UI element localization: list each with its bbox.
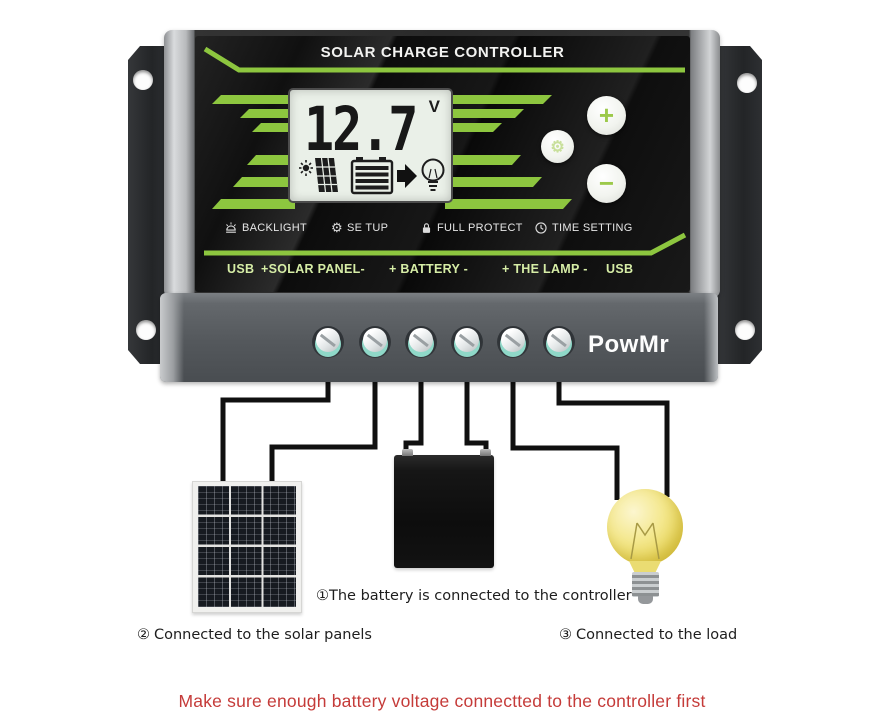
legend-label: TIME SETTING — [552, 222, 633, 234]
lcd-display: 12.7 V — [288, 88, 453, 203]
legend-full-protect: FULL PROTECT — [420, 221, 523, 235]
legend-time-setting: TIME SETTING — [534, 221, 633, 235]
terminal-label-solar-panel: +SOLAR PANEL- — [261, 262, 366, 276]
mounting-hole — [737, 73, 757, 93]
lcd-status-icons — [299, 157, 445, 195]
backlight-icon — [226, 222, 236, 233]
device-title: SOLAR CHARGE CONTROLLER — [320, 44, 565, 61]
caption-text: Connected to the load — [576, 627, 738, 643]
brand-logo: PowMr — [588, 331, 670, 358]
warning-text: Make sure enough battery voltage connect… — [178, 691, 706, 711]
terminal-screw-5 — [497, 326, 529, 358]
battery — [394, 449, 494, 568]
wire-battery-2 — [464, 380, 489, 458]
voltage-value: 12.7 — [304, 94, 418, 165]
terminal-block: PowMr — [160, 293, 718, 382]
terminal-label-usb-left: USB — [227, 262, 255, 276]
controller-frame: SOLAR CHARGE CONTROLLER 12.7 V — [164, 30, 720, 298]
terminal-screw-6 — [543, 326, 575, 358]
caption-text: Connected to the solar panels — [154, 627, 372, 643]
bulb-neck — [629, 561, 661, 573]
voltage-unit: V — [428, 97, 440, 116]
bulb-screw-base — [632, 572, 659, 597]
gear-icon: ⚙ — [331, 220, 343, 235]
minus-button[interactable]: − — [587, 164, 626, 203]
plus-button[interactable]: + — [587, 96, 626, 135]
caption-text: The battery is connected to the controll… — [329, 588, 632, 604]
terminal-label-battery: + BATTERY - — [389, 262, 469, 276]
wire-solar-1 — [220, 380, 331, 484]
sun-solar-panel-icon — [299, 157, 338, 193]
legend-label: BACKLIGHT — [242, 222, 308, 234]
battery-icon — [350, 157, 394, 195]
battery-terminal — [480, 449, 491, 456]
legend-setup: ⚙ SE TUP — [331, 221, 388, 234]
caption-number: ② — [137, 627, 150, 643]
terminal-label-usb-right: USB — [606, 262, 634, 276]
mounting-hole — [735, 320, 755, 340]
terminal-screw-1 — [312, 326, 344, 358]
terminal-label-lamp: + THE LAMP - — [502, 262, 588, 276]
mounting-hole — [136, 320, 156, 340]
bulb-icon — [421, 158, 445, 191]
clock-icon — [535, 222, 547, 234]
legend-label: SE TUP — [346, 221, 389, 234]
bulb-contact-tip — [638, 596, 653, 604]
terminal-screw-2 — [359, 326, 391, 358]
lock-icon — [422, 223, 431, 233]
solar-cells — [198, 486, 296, 607]
caption-battery: ①The battery is connected to the control… — [316, 588, 632, 604]
legend-backlight: BACKLIGHT — [224, 221, 307, 235]
caption-number: ① — [316, 588, 329, 604]
legend-label: FULL PROTECT — [437, 222, 523, 234]
caption-number: ③ — [559, 627, 572, 643]
light-bulb — [607, 489, 683, 565]
bulb-filament — [630, 522, 660, 560]
solar-panel — [192, 481, 302, 613]
arrow-right-icon — [397, 164, 417, 188]
wire-lamp-2 — [556, 380, 670, 497]
terminal-screw-4 — [451, 326, 483, 358]
battery-terminal — [402, 449, 413, 456]
wire-solar-2 — [269, 380, 378, 484]
mounting-hole — [133, 70, 153, 90]
controller-face: SOLAR CHARGE CONTROLLER 12.7 V — [195, 36, 690, 292]
green-stripe-decoration — [203, 46, 687, 256]
wire-battery-1 — [403, 380, 424, 458]
mounting-tab-right — [716, 46, 762, 364]
terminal-screw-3 — [405, 326, 437, 358]
wire-lamp-1 — [510, 380, 620, 500]
menu-gear-button[interactable]: ⚙ — [541, 130, 574, 163]
